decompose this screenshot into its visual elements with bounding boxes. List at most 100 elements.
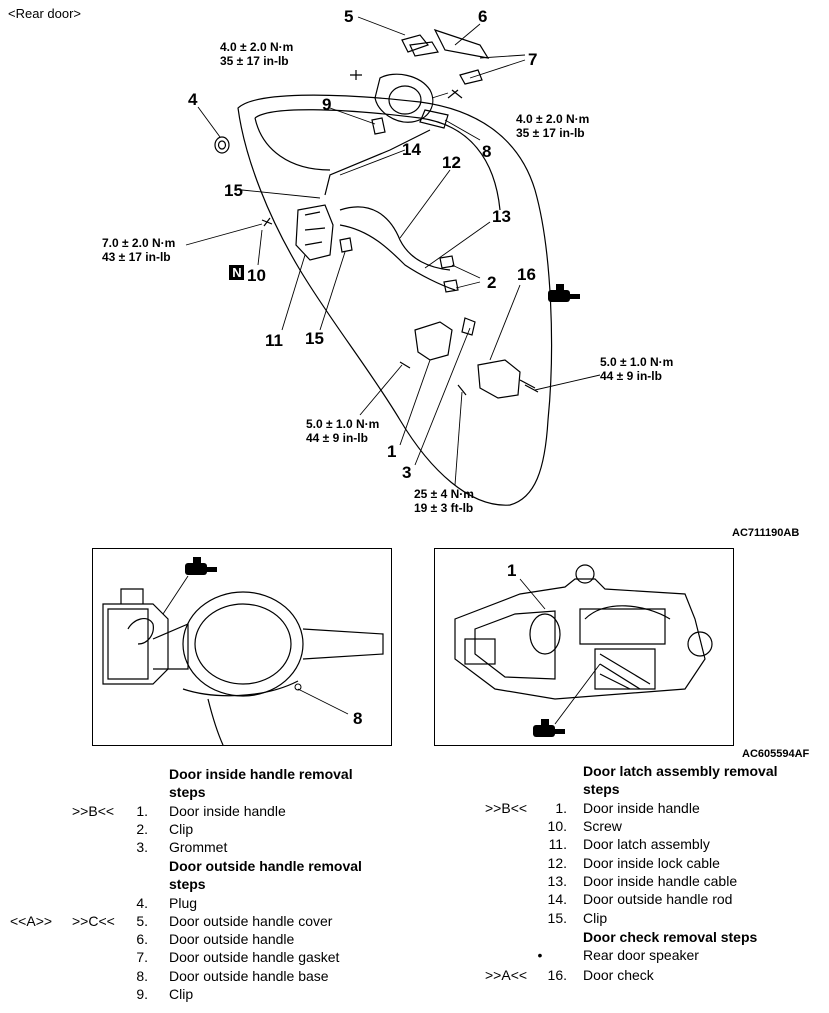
step-text: Door inside lock cable [583, 855, 720, 871]
list-item: 3. Grommet [0, 839, 420, 857]
outside-handle-base-detail [102, 557, 384, 745]
door-check [477, 359, 521, 399]
list-item: 9. Clip [0, 986, 420, 1004]
step-text: Door outside handle cover [169, 913, 333, 929]
list-item: 13. Door inside handle cable [420, 873, 829, 891]
list-item: <<A>> >>C<< 5. Door outside handle cover [0, 913, 420, 931]
step-text: Door outside handle gasket [169, 949, 340, 965]
step-number: 11. [548, 836, 567, 852]
step-text: Door inside handle cable [583, 873, 738, 889]
door-latch-assembly [295, 204, 334, 261]
step-number: 9. [136, 986, 148, 1002]
list-item: 6. Door outside handle [0, 931, 420, 949]
step-number: 5. [136, 913, 148, 929]
callout-1: 1 [387, 442, 397, 461]
panel-right-callout-1: 1 [507, 561, 517, 580]
inside-handle-detail [454, 564, 713, 737]
step-number: 16. [547, 967, 567, 983]
step-text: Rear door speaker [583, 947, 699, 963]
callout-13: 13 [492, 207, 511, 226]
list-item: 2. Clip [0, 821, 420, 839]
grease-gun-icon [548, 284, 580, 302]
inside-handle-cable [339, 224, 456, 291]
list-header-outside-handle-1: Door outside handle removal [169, 858, 362, 874]
step-number: 1. [136, 803, 148, 819]
list-header-door-check: Door check removal steps [583, 929, 758, 945]
step-number: 12. [547, 855, 567, 871]
list-header-outside-handle-2: steps [169, 876, 206, 892]
step-number: 7. [136, 949, 148, 965]
inside-lock-cable [339, 206, 451, 271]
callout-11: 11 [265, 331, 283, 350]
list-item: 7. Door outside handle gasket [0, 949, 420, 967]
step-number: 3. [136, 839, 148, 855]
left-procedure-list: Door inside handle removal steps >>B<< 1… [0, 766, 420, 1011]
outside-handle-rod [324, 129, 431, 196]
step-number: 14. [547, 891, 567, 907]
step-number: 4. [136, 895, 148, 911]
n-mark-box [229, 265, 244, 280]
clip-9 [371, 117, 386, 135]
step-text: Grommet [169, 839, 228, 855]
callout-5: 5 [344, 7, 354, 26]
exploded-diagram [185, 16, 601, 506]
step-text: Door outside handle rod [583, 891, 733, 907]
step-ref: >>A<< [485, 967, 528, 983]
panel-left-callout-8: 8 [353, 709, 363, 728]
callout-8: 8 [482, 142, 492, 161]
step-text: Door latch assembly [583, 836, 710, 852]
step-number: 6. [136, 931, 148, 947]
clips-2 [439, 255, 459, 293]
list-item: 15. Clip [420, 910, 829, 928]
list-item: 10. Screw [420, 818, 829, 836]
callout-4: 4 [188, 90, 198, 109]
step-number: 10. [547, 818, 567, 834]
callout-2: 2 [487, 273, 497, 292]
door-window-frame [254, 109, 501, 211]
step-text: Door outside handle [169, 931, 295, 947]
step-number: 2. [136, 821, 148, 837]
callout-6: 6 [478, 7, 488, 26]
step-text: Clip [169, 986, 194, 1002]
outside-handle [433, 28, 490, 59]
step-text: Door outside handle base [169, 968, 329, 984]
outside-handle-cover [401, 34, 429, 53]
callout-10: 10 [247, 266, 266, 285]
step-number: 13. [547, 873, 567, 889]
step-text: Clip [583, 910, 608, 926]
figure-code-top: AC711190AB [732, 527, 800, 539]
step-number: 8. [136, 968, 148, 984]
list-header-inside-handle-2: steps [169, 784, 206, 800]
step-number: 15. [547, 910, 567, 926]
callout-12: 12 [442, 153, 461, 172]
list-item: 4. Plug [0, 895, 420, 913]
figure-code-bottom: AC605594AF [742, 748, 810, 760]
step-text: Door inside handle [169, 803, 286, 819]
list-header-latch-1: Door latch assembly removal [583, 763, 778, 779]
list-item: >>A<< 16. Door check [420, 967, 829, 985]
list-header-inside-handle-1: Door inside handle removal [169, 766, 353, 782]
step-number: 1. [555, 800, 567, 816]
step-text: Screw [583, 818, 622, 834]
list-item: • Rear door speaker [420, 947, 829, 965]
step-ref: >>C<< [72, 913, 115, 929]
n-mark-label: N [232, 265, 242, 280]
step-text: Plug [169, 895, 198, 911]
detail-panel-outside-handle: 8 [92, 548, 392, 746]
step-text: Door check [583, 967, 654, 983]
clip-15 [339, 237, 353, 253]
list-header-latch-2: steps [583, 781, 620, 797]
plug [214, 136, 230, 154]
list-item: >>B<< 1. Door inside handle [0, 803, 420, 821]
callout-16: 16 [517, 265, 536, 284]
diagram-title: <Rear door> [8, 6, 81, 21]
callout-9: 9 [322, 95, 332, 114]
list-item: 14. Door outside handle rod [420, 891, 829, 909]
list-item: 12. Door inside lock cable [420, 855, 829, 873]
list-item: >>B<< 1. Door inside handle [420, 800, 829, 818]
step-text: Door inside handle [583, 800, 700, 816]
callout-14: 14 [402, 140, 421, 159]
grease-gun-icon [185, 557, 217, 575]
